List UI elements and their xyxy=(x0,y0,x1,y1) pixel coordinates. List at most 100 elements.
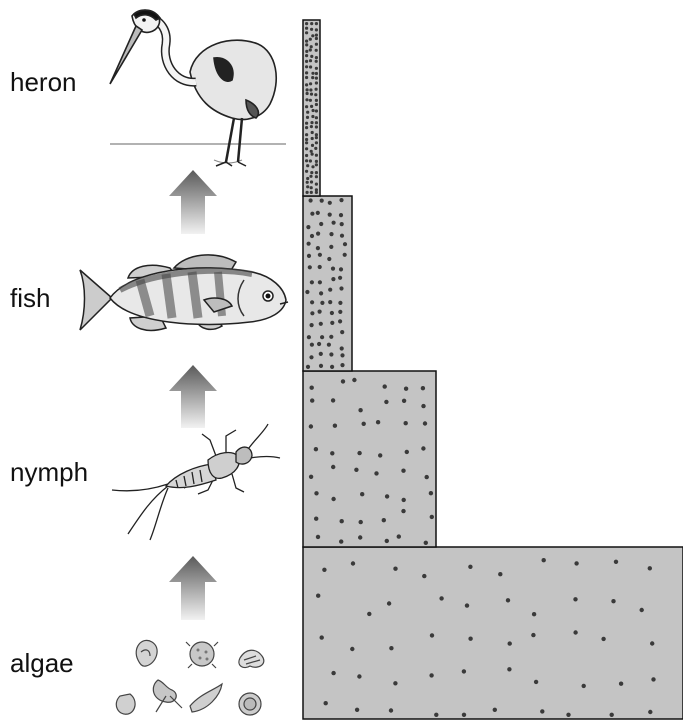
dot xyxy=(309,59,312,62)
dot xyxy=(378,453,382,457)
dot xyxy=(340,346,344,350)
dot xyxy=(389,708,393,712)
dot xyxy=(309,198,313,202)
dot xyxy=(429,673,433,677)
dot xyxy=(307,254,311,258)
dot xyxy=(319,291,323,295)
dot xyxy=(327,257,331,261)
dot xyxy=(540,709,544,713)
dot xyxy=(367,612,371,616)
dot xyxy=(305,105,308,108)
dot xyxy=(425,475,429,479)
arrow-fish-to-heron xyxy=(169,170,217,234)
dot xyxy=(384,400,388,404)
dot xyxy=(319,322,323,326)
dot xyxy=(330,365,334,369)
dot xyxy=(385,539,389,543)
dot xyxy=(421,446,425,450)
dot xyxy=(311,72,314,75)
dot xyxy=(310,105,313,108)
dot xyxy=(343,253,347,257)
dot xyxy=(322,568,326,572)
dot xyxy=(329,352,333,356)
dot xyxy=(315,88,318,91)
dot xyxy=(305,170,308,173)
label-heron: heron xyxy=(10,67,77,97)
dot xyxy=(532,612,536,616)
dot xyxy=(315,133,318,136)
dot xyxy=(311,34,314,37)
dot xyxy=(340,363,344,367)
dot xyxy=(332,221,336,225)
dot xyxy=(315,171,318,174)
dot xyxy=(310,343,314,347)
dot xyxy=(305,43,308,46)
dot xyxy=(309,65,312,68)
arrow-algae-to-nymph xyxy=(169,556,217,620)
dot xyxy=(305,50,308,53)
dot xyxy=(352,378,356,382)
dot xyxy=(305,60,308,63)
dot xyxy=(310,186,313,189)
dot xyxy=(306,181,309,184)
dot xyxy=(315,81,318,84)
dot xyxy=(329,335,333,339)
dot xyxy=(498,572,502,576)
dot xyxy=(393,567,397,571)
dot xyxy=(542,558,546,562)
dot xyxy=(357,674,361,678)
dot xyxy=(320,301,324,305)
dot xyxy=(316,211,320,215)
dot xyxy=(311,165,314,168)
dot xyxy=(439,596,443,600)
dot xyxy=(305,83,308,86)
dot xyxy=(319,364,323,368)
dot xyxy=(306,164,309,167)
dot xyxy=(306,116,309,119)
dot xyxy=(320,635,324,639)
dot xyxy=(305,141,308,144)
dot xyxy=(310,234,314,238)
dot xyxy=(315,163,318,166)
dot xyxy=(601,637,605,641)
dot xyxy=(315,103,318,106)
dot xyxy=(340,330,344,334)
dot xyxy=(310,93,313,96)
dot xyxy=(307,242,311,246)
dot xyxy=(640,608,644,612)
dot xyxy=(401,509,405,513)
dot xyxy=(315,154,318,157)
dot xyxy=(305,133,308,136)
dot xyxy=(315,49,318,52)
dot xyxy=(306,88,309,91)
dot xyxy=(310,55,313,58)
dot xyxy=(402,498,406,502)
dot xyxy=(493,708,497,712)
dot xyxy=(424,541,428,545)
dot xyxy=(331,671,335,675)
dot xyxy=(376,420,380,424)
dot xyxy=(315,121,318,124)
dot xyxy=(310,180,313,183)
dot xyxy=(650,641,654,645)
dot xyxy=(404,387,408,391)
dot xyxy=(462,669,466,673)
dot xyxy=(311,131,314,134)
dot xyxy=(305,22,308,25)
dot xyxy=(307,335,311,339)
algae-icon xyxy=(116,640,264,715)
dot xyxy=(305,54,308,57)
dot xyxy=(315,191,318,194)
dot xyxy=(359,520,363,524)
dot xyxy=(383,384,387,388)
dot xyxy=(305,65,308,68)
dot xyxy=(315,67,318,70)
dot xyxy=(330,321,334,325)
dot xyxy=(330,311,334,315)
dot xyxy=(614,560,618,564)
dot xyxy=(306,185,309,188)
dot xyxy=(328,201,332,205)
dot xyxy=(611,599,615,603)
dot xyxy=(315,175,318,178)
dot xyxy=(358,535,362,539)
